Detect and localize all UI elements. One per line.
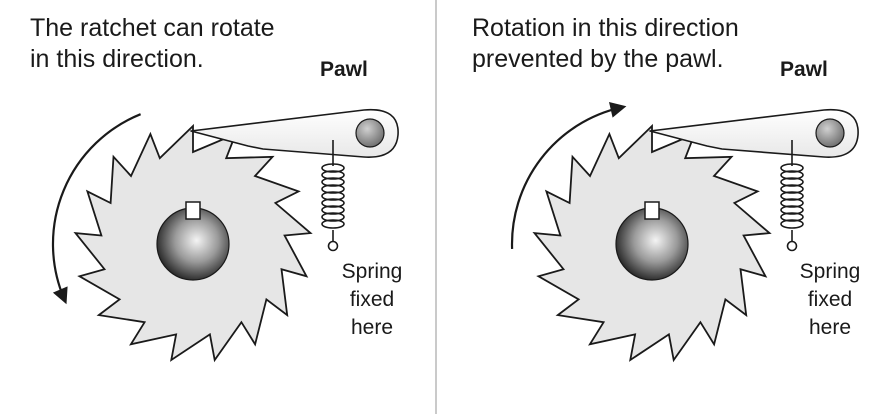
spring-label-left-line3: here [350,316,394,339]
hub-keyway [644,201,660,220]
spring-coil [321,177,345,187]
spring-label-right-line1: Spring [799,260,861,283]
spring-label-right-line3: here [808,316,852,339]
spring-coil [780,205,804,215]
spring-coil [321,205,345,215]
panel-blocked-rotation [510,102,859,363]
caption-left-line1: The ratchet can rotate [30,14,275,42]
spring-coil [780,163,804,173]
spring-coil [321,184,345,194]
spring-coils [321,163,345,229]
spring-coils [780,163,804,229]
panel-free-rotation [51,108,399,363]
spring-label-left-line2: fixed [349,288,395,311]
direction-arrow-arc [51,113,142,300]
caption-left-line2: in this direction. [30,45,204,73]
pawl-pivot [815,118,845,148]
spring-coil [780,177,804,187]
caption-right-line2: prevented by the pawl. [472,45,724,73]
spring-coil [780,198,804,208]
spring-label-left-line1: Spring [341,260,403,283]
spring-coil [780,219,804,229]
caption-right-line1: Rotation in this direction [472,14,739,42]
spring-coil [780,184,804,194]
spring-label-right-line2: fixed [807,288,853,311]
spring-anchor [786,240,798,252]
spring-coil [780,212,804,222]
pawl-arm [190,108,399,158]
spring-coil [780,170,804,180]
direction-arrow-arc [510,106,621,249]
spring-coil [321,219,345,229]
spring-coil [321,170,345,180]
spring-coil [321,212,345,222]
spring-coil [780,191,804,201]
pawl-pivot [355,118,385,148]
direction-arrowhead [52,286,68,305]
pawl-label-left: Pawl [320,58,368,81]
spring-coil [321,198,345,208]
spring-anchor [327,240,339,252]
hub-keyway [185,201,201,220]
spring-coil [321,191,345,201]
direction-arrowhead [609,102,627,118]
pawl-label-right: Pawl [780,58,828,81]
pawl-arm [649,108,859,158]
spring-coil [321,163,345,173]
